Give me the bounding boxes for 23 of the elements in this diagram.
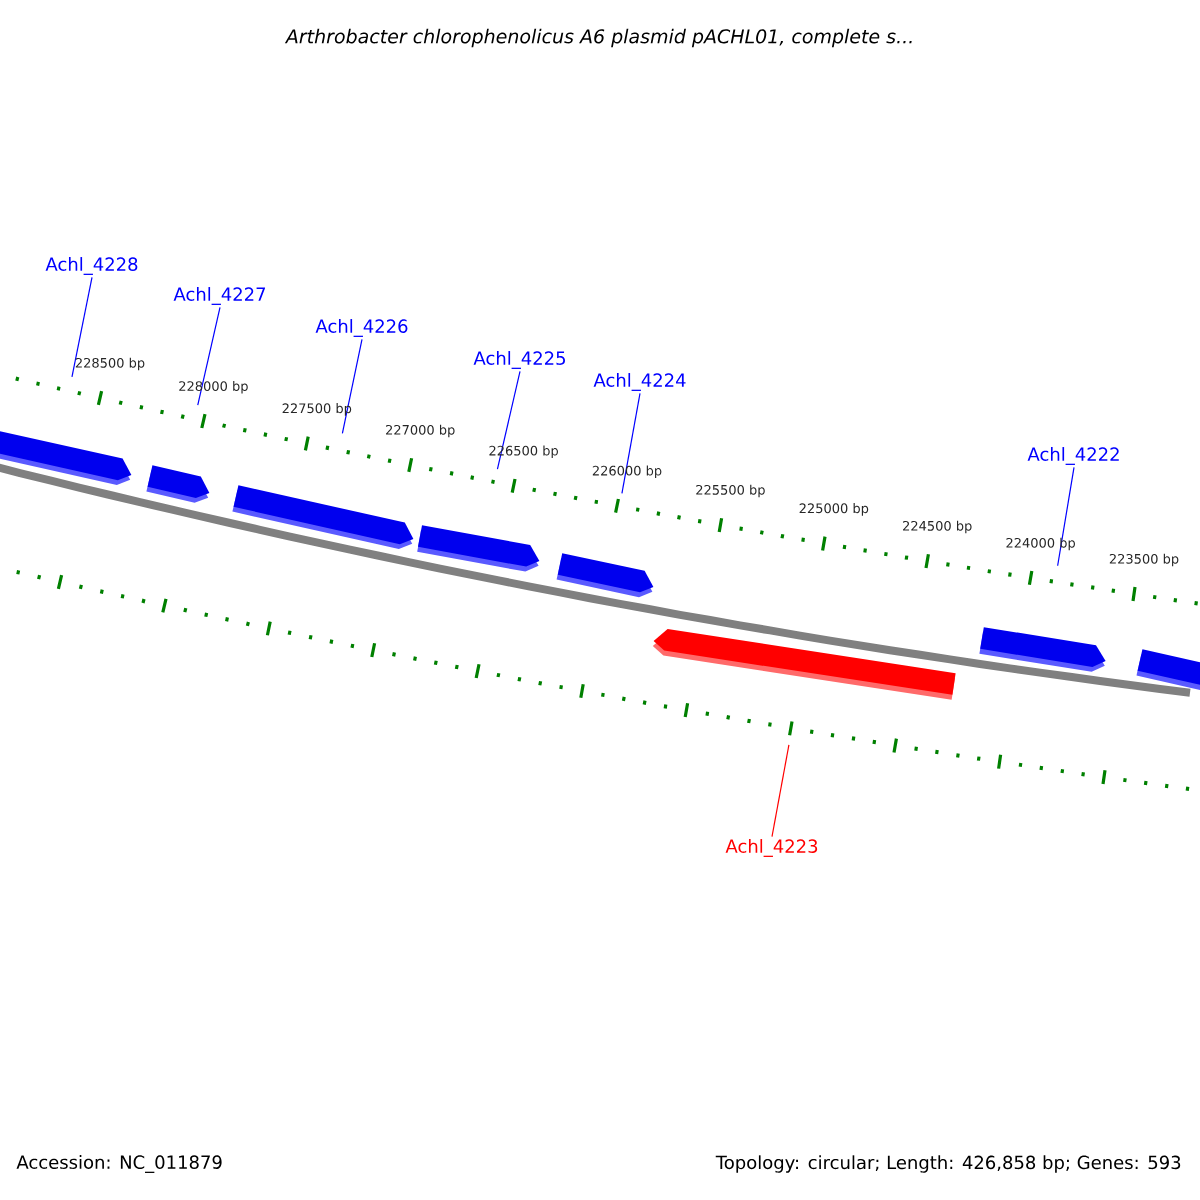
gene-label: Achl_4225 [473,351,565,369]
leader-line [1057,466,1075,567]
gene-feature [979,627,1106,672]
gene-label: Achl_4223 [725,839,818,857]
gene-feature [0,427,132,485]
gene-label: Achl_4227 [173,287,265,305]
gene-feature [652,629,956,700]
leader-line [771,744,790,838]
gene-label: Achl_4224 [593,373,686,391]
gene-feature [556,553,654,598]
gene-feature [417,525,540,572]
gene-label: Achl_4228 [45,257,138,275]
leader-line [71,276,93,378]
gene-feature [232,485,414,549]
leader-line [621,392,641,494]
leader-line [341,338,363,435]
gene-feature [1136,649,1200,691]
gene-label: Achl_4222 [1027,447,1119,465]
genome-info: Topology: circular; Length: 426,858 bp; Genes: 593 [715,1155,1181,1173]
title: Arthrobacter chlorophenolicus A6 plasmid pACHL01, complete s... [284,28,912,48]
gene-label: Achl_4226 [315,319,408,337]
gene-feature [146,465,210,503]
accession-text: Accession: NC_011879 [16,1155,222,1173]
